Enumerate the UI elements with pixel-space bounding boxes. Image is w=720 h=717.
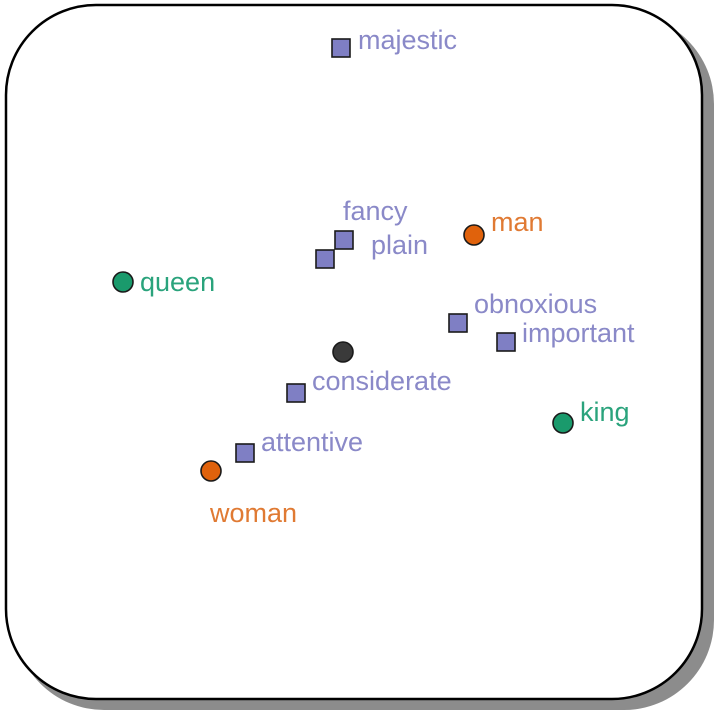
plot-marks: queen king man woman majestic fancy plain obnox… <box>112 25 635 528</box>
label-obnoxious: obnoxious <box>474 289 597 319</box>
point-attentive-marker <box>235 443 255 463</box>
label-queen: queen <box>140 267 215 297</box>
label-king: king <box>580 397 630 427</box>
point-king-marker <box>552 412 574 434</box>
label-woman: woman <box>209 498 297 528</box>
point-man-marker <box>463 224 485 246</box>
label-plain: plain <box>371 230 428 260</box>
label-fancy: fancy <box>343 196 408 226</box>
point-obnoxious-marker <box>448 313 468 333</box>
frame-border <box>4 3 704 701</box>
point-fancy-marker <box>334 230 354 250</box>
label-majestic: majestic <box>358 25 457 55</box>
point-queen-marker <box>112 271 134 293</box>
point-considerate-marker <box>286 383 306 403</box>
label-man: man <box>491 207 544 237</box>
point-plain-marker <box>315 249 335 269</box>
label-considerate: considerate <box>312 366 452 396</box>
label-attentive: attentive <box>261 427 363 457</box>
point-woman-marker <box>200 460 222 482</box>
point-important-marker <box>496 332 516 352</box>
point-center-marker <box>332 341 354 363</box>
point-majestic-marker <box>331 38 351 58</box>
label-important: important <box>522 318 635 348</box>
